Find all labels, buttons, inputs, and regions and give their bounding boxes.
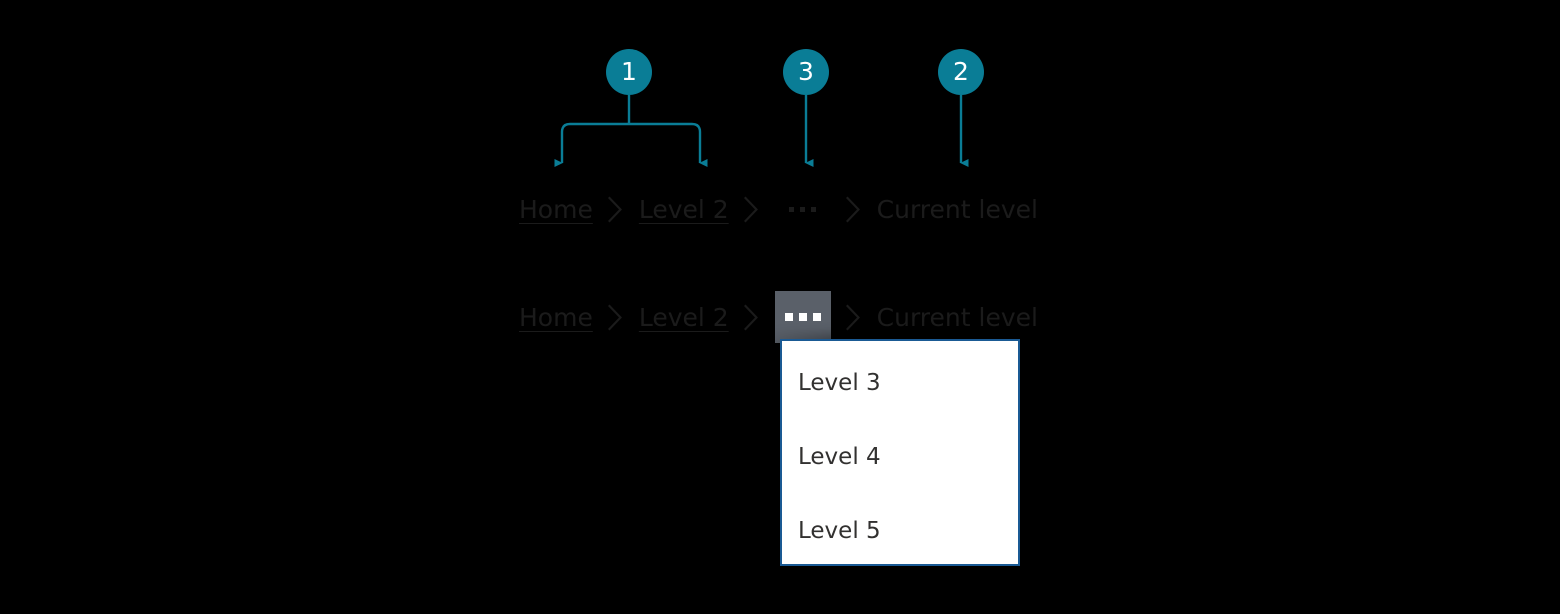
- callout-badge-1: 1: [606, 49, 652, 95]
- chevron-right-icon: [831, 196, 877, 223]
- ellipsis-dot-icon: [800, 206, 806, 212]
- ellipsis-dot-icon: [789, 206, 795, 212]
- ellipsis-dot-icon: [798, 313, 807, 321]
- breadcrumb-overflow-menu: Level 3 Level 4 Level 5: [780, 339, 1020, 566]
- chevron-right-icon: [831, 304, 877, 331]
- ellipsis-dot-icon: [784, 313, 793, 321]
- callout-badge-3: 3: [783, 49, 829, 95]
- ellipsis-dot-icon: [812, 313, 821, 321]
- breadcrumb-item-home[interactable]: Home: [519, 302, 593, 332]
- chevron-right-icon: [729, 196, 775, 223]
- breadcrumb-item-home[interactable]: Home: [519, 194, 593, 224]
- breadcrumb-item-current-level: Current level: [876, 302, 1038, 332]
- ellipsis-dot-icon: [811, 206, 817, 212]
- breadcrumb-default: Home Level 2 Current level: [519, 183, 1038, 235]
- breadcrumb-item-current-level: Current level: [876, 194, 1038, 224]
- callout-1-connector: [554, 95, 708, 168]
- menu-item-level-4[interactable]: Level 4: [798, 444, 881, 470]
- breadcrumb-overflow-ellipsis-button[interactable]: [775, 183, 831, 235]
- breadcrumb-item-level-2[interactable]: Level 2: [638, 194, 729, 224]
- breadcrumb-item-level-2[interactable]: Level 2: [638, 302, 729, 332]
- chevron-right-icon: [593, 196, 639, 223]
- chevron-right-icon: [593, 304, 639, 331]
- menu-item-level-5[interactable]: Level 5: [798, 518, 881, 544]
- menu-item-level-3[interactable]: Level 3: [798, 370, 881, 396]
- chevron-right-icon: [729, 304, 775, 331]
- callout-badge-2: 2: [938, 49, 984, 95]
